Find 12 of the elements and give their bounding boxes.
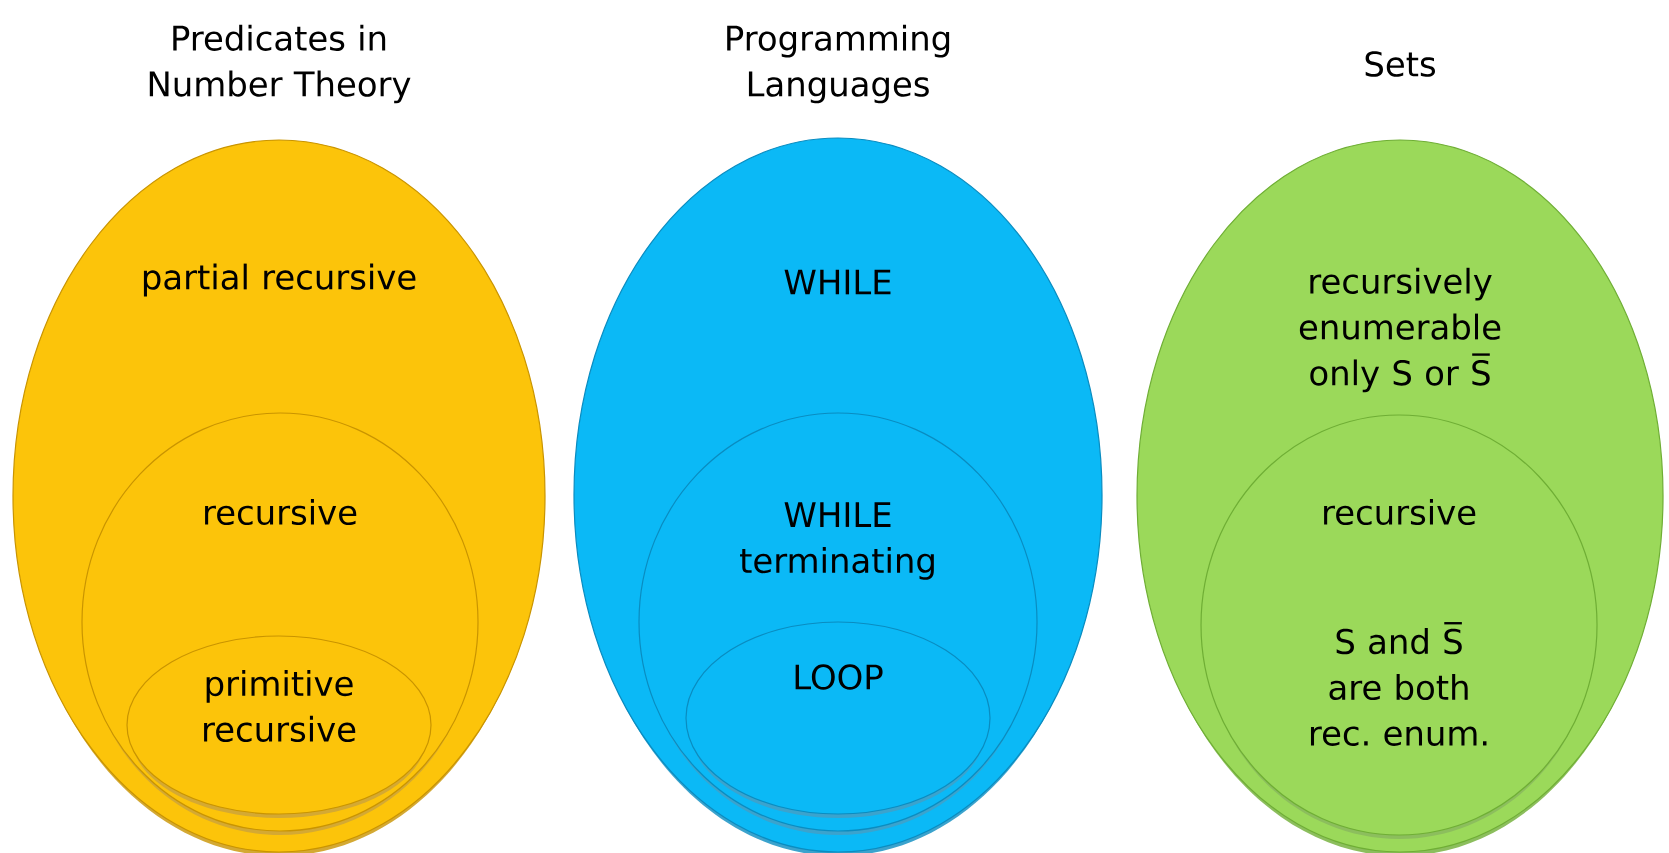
ellipse-label: recursive <box>205 498 357 526</box>
ellipse-label: primitive recursive <box>204 670 356 743</box>
heading: Sets <box>1365 51 1435 77</box>
ellipse-label: WHILE terminating <box>740 502 934 580</box>
ellipse-label: partial recursive <box>143 263 416 297</box>
heading: Programming Languages <box>727 24 950 104</box>
heading: Predicates in Number Theory <box>149 24 411 104</box>
ellipse-label: S and S̅ are both rec. enum. <box>1310 622 1487 746</box>
ellipse-label: WHILE <box>784 269 891 295</box>
ellipse-label: recursive <box>1324 498 1476 526</box>
ellipse-label: LOOP <box>795 664 883 690</box>
ellipse-label: recursively enumerable only S or S̅ <box>1299 267 1501 393</box>
